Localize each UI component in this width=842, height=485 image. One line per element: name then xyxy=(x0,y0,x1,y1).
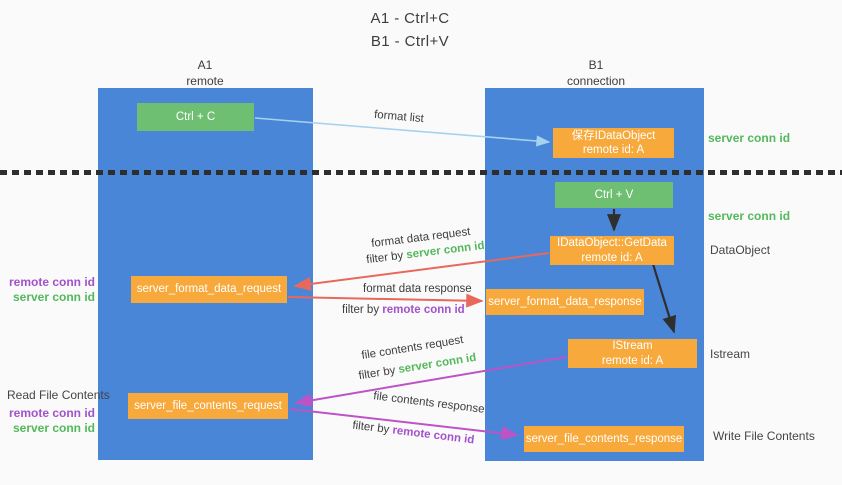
left-conn-ids-format: remote conn id server conn id xyxy=(0,275,95,305)
title-line-b1: B1 - Ctrl+V xyxy=(370,32,450,50)
label-server-conn-id-1: server conn id xyxy=(12,290,95,304)
node-idataobject-getdata-line2: remote id: A xyxy=(581,251,643,264)
label-server-conn-id-top: server conn id xyxy=(708,131,791,145)
label-istream: Istream xyxy=(710,347,751,361)
node-idataobject-getdata: IDataObject::GetData remote id: A xyxy=(550,236,674,265)
node-server-file-contents-response-label: server_file_contents_response xyxy=(525,432,683,445)
filter-by-text: filter by xyxy=(357,364,397,383)
node-istream-line1: IStream xyxy=(612,340,653,353)
node-ctrl-c: Ctrl + C xyxy=(137,103,254,131)
machine-boundary-dotted-line xyxy=(0,170,842,175)
label-read-file-contents: Read File Contents xyxy=(7,388,110,402)
filter-key-remote-conn-id: remote conn id xyxy=(382,304,465,316)
lifeline-b1-name: B1 xyxy=(588,58,604,72)
diagram-title: A1 - Ctrl+C B1 - Ctrl+V xyxy=(345,8,475,53)
node-ctrl-v-label: Ctrl + V xyxy=(594,188,634,201)
node-save-idataobject: 保存IDataObject remote id: A xyxy=(553,128,674,158)
label-server-conn-id-2: server conn id xyxy=(12,421,95,435)
filter-by-text: filter by xyxy=(351,419,390,436)
label-remote-conn-id-2: remote conn id xyxy=(8,406,95,420)
lifeline-a1-name: A1 xyxy=(197,58,213,72)
lifeline-a1-role: remote xyxy=(186,73,224,88)
filter-key-remote-conn-id: remote conn id xyxy=(391,424,475,447)
left-conn-ids-file: remote conn id server conn id xyxy=(0,406,95,436)
node-ctrl-v: Ctrl + V xyxy=(555,182,673,208)
label-server-conn-id-mid: server conn id xyxy=(708,209,791,223)
lifeline-b1-role: connection xyxy=(566,73,626,88)
node-server-file-contents-response: server_file_contents_response xyxy=(524,426,684,452)
node-ctrl-c-label: Ctrl + C xyxy=(175,110,216,123)
arrow-format-data-response xyxy=(287,293,484,308)
node-server-format-data-request: server_format_data_request xyxy=(131,276,287,303)
node-server-format-data-request-label: server_format_data_request xyxy=(136,283,282,296)
filter-key-server-conn-id: server conn id xyxy=(397,351,478,376)
arrow-label-filter-format-response: filter by remote conn id xyxy=(342,304,465,316)
arrow-label-filter-file-response: filter by remote conn id xyxy=(352,420,475,447)
arrow-label-file-contents-response: file contents response xyxy=(372,390,486,416)
arrow-label-format-list: format list xyxy=(373,108,425,126)
title-line-a1: A1 - Ctrl+C xyxy=(370,10,450,27)
filter-by-text: filter by xyxy=(342,304,380,316)
lifeline-b1-header: B1 connection xyxy=(546,58,646,89)
node-istream-line2: remote id: A xyxy=(601,354,664,367)
label-dataobject: DataObject xyxy=(710,243,771,257)
node-save-idataobject-line1: 保存IDataObject xyxy=(571,129,656,142)
node-idataobject-getdata-line1: IDataObject::GetData xyxy=(557,237,667,250)
label-remote-conn-id-1: remote conn id xyxy=(8,275,95,289)
arrow-label-format-data-response: format data response xyxy=(363,283,472,295)
node-save-idataobject-line2: remote id: A xyxy=(582,144,645,156)
node-server-format-data-response-label: server_format_data_response xyxy=(488,295,642,308)
label-write-file-contents: Write File Contents xyxy=(713,429,815,443)
node-server-file-contents-request-label: server_file_contents_request xyxy=(134,399,282,412)
node-istream: IStream remote id: A xyxy=(568,339,697,368)
node-server-file-contents-request: server_file_contents_request xyxy=(128,393,288,419)
lifeline-a1-header: A1 remote xyxy=(155,58,255,89)
node-server-format-data-response: server_format_data_response xyxy=(486,289,644,315)
filter-by-text: filter by xyxy=(365,249,404,267)
